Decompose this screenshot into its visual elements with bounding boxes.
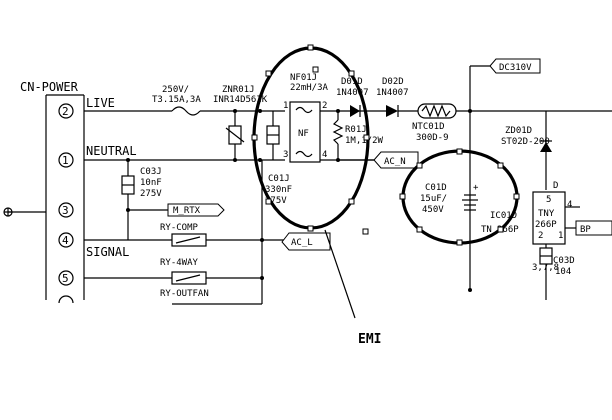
pin-number: 3 [62,204,69,217]
net-live: LIVE [86,96,115,110]
diode-ref: D02D [382,77,404,87]
ic-part-1: TNY [538,209,555,219]
resistor-r01j: R01J 1M,1/2W [332,111,384,160]
ntc-part: 300D-9 [416,133,449,143]
filter-pin: 2 [322,101,327,111]
filter-ref: NF01J [290,73,317,83]
pin-circle [58,232,74,248]
ntc-ref: NTC01D [412,122,445,132]
varistor-part: INR14D56IK [213,95,268,105]
emi-ellipse-left [251,44,370,232]
filter-body: NF [298,129,309,139]
ic-pin-top-num: 5 [546,195,551,205]
pin-number: 4 [62,234,69,247]
cap-value: 104 [555,267,571,277]
tag-ac-n: AC_N [373,151,419,169]
filter-pin: 1 [283,101,288,111]
ntc-ntc01d: NTC01D 300D-9 [412,103,457,143]
net-signal: SIGNAL [86,245,129,259]
zener-part: ST02D-200 [501,137,550,147]
relay-ry-comp: RY-COMP [84,223,300,247]
tag-dc310v: DC310V [489,58,541,74]
cap-ref: C03J [140,167,162,177]
varistor-znr01j: ZNR01J INR14D56IK [213,85,268,160]
cap-ref: C01D [425,183,447,193]
coil-icon [295,106,313,114]
emi-ellipse-right [399,148,520,246]
emi-leader-line [324,229,356,319]
ic-pin-top: D [553,181,558,191]
diode-part: 1N4007 [336,88,369,98]
ic-pin-right: 4 [567,200,572,210]
pin-circle [58,202,74,218]
coil-icon [295,150,313,158]
relay-label: RY-COMP [160,223,199,233]
filter-pin: 4 [322,150,327,160]
resistor-ref: R01J [345,125,367,135]
pin-number: 5 [62,272,69,285]
cap-voltage: 275V [265,196,287,206]
ic-part-2: 266P [535,220,557,230]
cap-voltage: 275V [140,189,162,199]
tag-label: AC_L [291,238,313,248]
pin-number: 1 [62,154,69,167]
relay-ry-4way: RY-4WAY [84,258,262,285]
cap-value: 10nF [140,178,162,188]
emi-label: EMI [358,332,381,347]
ic-ref: IC01D [490,211,517,221]
connector-title: CN-POWER [20,80,79,94]
capacitor-c01d: C01D 15uF/ 450V + [420,183,479,215]
bp-label: BP [580,225,591,235]
capacitor-c03j: C03J 10nF 275V [121,160,162,240]
tag-ac-l: AC_L [281,232,331,251]
cap-ref: C01J [268,174,290,184]
tag-label: AC_N [384,157,406,167]
ic-partial: TN [481,225,492,235]
net-neutral: NEUTRAL [86,144,137,158]
cn-power-connector: CN-POWER 2 1 3 4 5 [3,80,85,304]
relay-label: RY-4WAY [160,258,199,268]
tag-m-rtx: M_RTX [167,203,225,217]
cap-voltage: 450V [422,205,444,215]
relay-ry-outfan: RY-OUTFAN [160,289,262,305]
svg-text:+: + [473,183,479,193]
relay-label: RY-OUTFAN [160,289,209,299]
fuse-ref: T3.15A,3A [152,95,201,105]
pin-circle-partial [58,295,74,304]
ic-partial-suffix: 266P [497,225,519,235]
cap-ref: C03D [553,256,575,266]
fuse-rating: 250V/ [162,85,189,95]
capacitor-c03d: C03D 104 [539,244,575,300]
filter-pin: 3 [283,150,288,160]
ic-ic01d: D 5 4 TNY 266P 2 1 3,7,8 IC01D TN 266P [481,181,572,273]
zener-ref: ZD01D [505,126,532,136]
capacitor-c01j: C01J 330nF 275V [265,111,292,206]
zener-zd01d: ZD01D ST02D-200 [501,111,552,190]
pin-circle [58,103,74,119]
tag-label: DC310V [499,63,532,73]
ic-pin-bottom: 1 [558,231,563,241]
filter-value: 22mH/3A [290,83,329,93]
filter-nf01j: NF NF01J 22mH/3A 1 2 3 4 [283,73,329,163]
tag-label: M_RTX [173,206,201,216]
pin-circle [58,270,74,286]
resistor-value: 1M,1/2W [345,136,384,146]
pin-circle [58,152,74,168]
ic-pin-left: 2 [538,231,543,241]
diode-part: 1N4007 [376,88,409,98]
varistor-ref: ZNR01J [222,85,255,95]
diode-ref: D01D [341,77,363,87]
pin-number: 2 [62,105,69,118]
cap-value: 330nF [265,185,292,195]
cap-value: 15uF/ [420,194,447,204]
fuse-symbol [171,106,201,116]
